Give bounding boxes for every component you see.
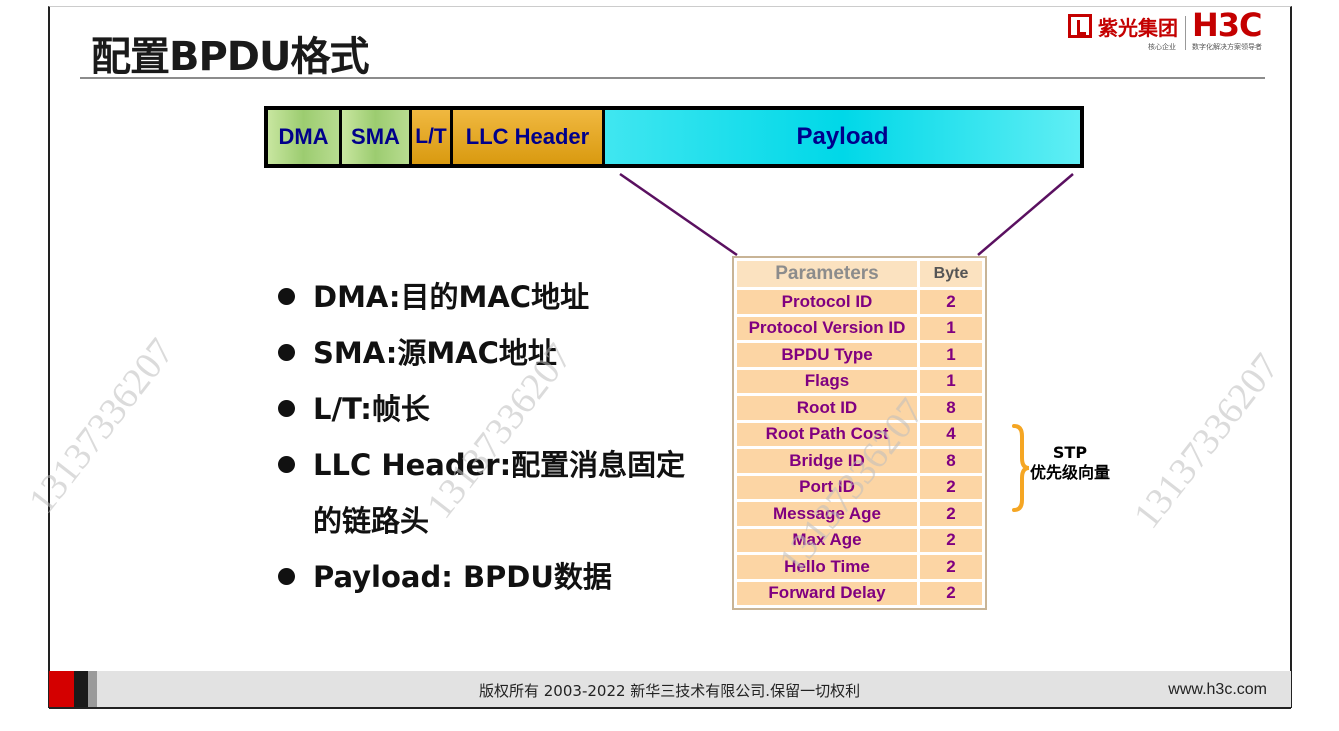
page-title: 配置BPDU格式 xyxy=(91,34,369,80)
bullet-item: Payload: BPDU数据 xyxy=(278,554,612,596)
logo-separator xyxy=(1185,16,1186,50)
bullet-item: L/T:帧长 xyxy=(278,386,430,428)
logo-subtitle-2: 数字化解决方案领导者 xyxy=(1192,44,1262,51)
param-bytes: 2 xyxy=(917,552,985,582)
param-name: Forward Delay xyxy=(734,578,920,608)
frame-field-lt: L/T xyxy=(412,110,450,164)
param-bytes: 8 xyxy=(917,393,985,423)
param-name: Message Age xyxy=(734,499,920,529)
h3c-logo: 紫光集团 H3C 核心企业 数字化解决方案领导者 xyxy=(1068,6,1278,56)
param-bytes: 1 xyxy=(917,366,985,396)
param-name: Max Age xyxy=(734,525,920,555)
frame-field-sma: SMA xyxy=(342,110,409,164)
stp-annotation: STP 优先级向量 xyxy=(1025,443,1115,483)
param-name: Root ID xyxy=(734,393,920,423)
footer-bottom-rule xyxy=(49,707,1291,709)
bullet-item: DMA:目的MAC地址 xyxy=(278,274,589,316)
bullet-item-continuation: 的链路头 xyxy=(313,504,430,538)
param-name: Root Path Cost xyxy=(734,419,920,449)
title-divider xyxy=(80,77,1265,79)
param-bytes: 2 xyxy=(917,499,985,529)
table-header-row: Parameters Byte xyxy=(734,258,985,290)
param-bytes: 2 xyxy=(917,287,985,317)
column-header-parameters: Parameters xyxy=(734,258,920,290)
bullet-dot-icon xyxy=(278,455,295,473)
bullet-item: SMA:源MAC地址 xyxy=(278,330,557,372)
bullet-dot-icon xyxy=(278,567,295,585)
param-bytes: 1 xyxy=(917,340,985,370)
footer-bar: 版权所有 2003-2022 新华三技术有限公司.保留一切权利 www.h3c.… xyxy=(49,671,1291,707)
frame-field-llc-header: LLC Header xyxy=(453,110,602,164)
footer-copyright: 版权所有 2003-2022 新华三技术有限公司.保留一切权利 xyxy=(479,682,861,700)
param-bytes: 1 xyxy=(917,313,985,343)
stp-annotation-line2: 优先级向量 xyxy=(1029,463,1110,482)
frame-field-payload: Payload xyxy=(605,110,1080,164)
param-name: BPDU Type xyxy=(734,340,920,370)
param-name: Protocol ID xyxy=(734,287,920,317)
param-bytes: 2 xyxy=(917,578,985,608)
bullet-dot-icon xyxy=(278,343,295,361)
param-bytes: 4 xyxy=(917,419,985,449)
logo-brand: H3C xyxy=(1192,6,1263,44)
frame-field-dma: DMA xyxy=(268,110,339,164)
footer-accent-black xyxy=(74,671,88,707)
logo-name-cn: 紫光集团 xyxy=(1098,16,1178,40)
param-name: Flags xyxy=(734,366,920,396)
bpdu-frame-diagram: DMA SMA L/T LLC Header Payload xyxy=(264,106,1084,168)
param-name: Hello Time xyxy=(734,552,920,582)
unisplendour-logo-icon xyxy=(1068,14,1092,38)
footer-accent-red xyxy=(49,671,74,707)
param-name: Bridge ID xyxy=(734,446,920,476)
param-bytes: 8 xyxy=(917,446,985,476)
stp-annotation-line1: STP xyxy=(1052,443,1088,462)
slide-frame xyxy=(48,6,1292,708)
bullet-dot-icon xyxy=(278,287,295,305)
bullet-dot-icon xyxy=(278,399,295,417)
footer-url: www.h3c.com xyxy=(1168,681,1267,698)
stp-brace-icon xyxy=(1012,424,1030,512)
param-name: Protocol Version ID xyxy=(734,313,920,343)
param-name: Port ID xyxy=(734,472,920,502)
param-bytes: 2 xyxy=(917,472,985,502)
param-bytes: 2 xyxy=(917,525,985,555)
bullet-item: LLC Header:配置消息固定 xyxy=(278,442,685,484)
logo-subtitle-1: 核心企业 xyxy=(1148,44,1176,51)
column-header-byte: Byte xyxy=(917,258,985,290)
footer-accent-gray xyxy=(88,671,97,707)
